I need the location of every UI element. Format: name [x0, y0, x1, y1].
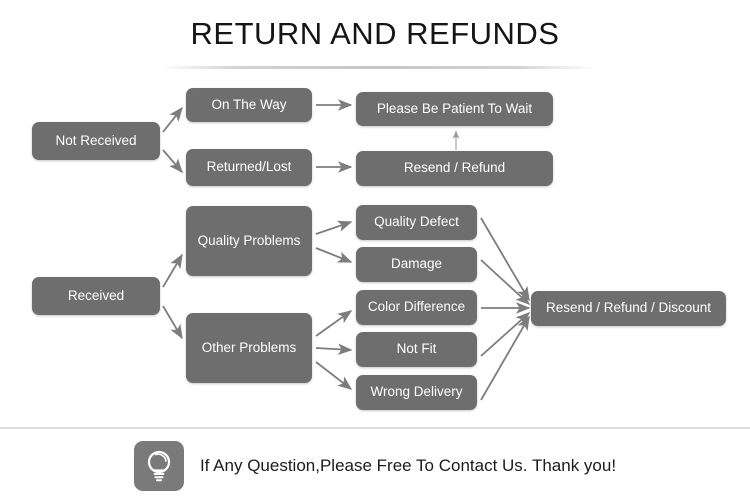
edge-received-to-other-problems: [162, 305, 183, 340]
edge-other-problems-to-wrong-delivery: [315, 361, 353, 390]
node-received[interactable]: Received: [32, 277, 160, 315]
lightbulb-icon: [133, 441, 184, 491]
edge-quality-problems-to-quality-defect: [315, 220, 353, 235]
edge-other-problems-to-color-difference: [315, 310, 353, 337]
edge-other-problems-to-not-fit: [315, 343, 353, 356]
node-on-the-way[interactable]: On The Way: [186, 88, 312, 122]
edge-not-received-to-on-the-way: [162, 106, 183, 133]
node-not-fit[interactable]: Not Fit: [356, 332, 477, 367]
edge-wrong-delivery-to-resend-refund-discount: [480, 315, 530, 401]
edge-not-fit-to-resend-refund-discount: [480, 312, 531, 357]
node-other-problems[interactable]: Other Problems: [186, 313, 312, 383]
footer-divider: [0, 427, 750, 429]
node-color-difference[interactable]: Color Difference: [356, 290, 477, 325]
node-returned-lost[interactable]: Returned/Lost: [186, 149, 312, 186]
edge-damage-to-resend-refund-discount: [480, 259, 531, 305]
page-title: RETURN AND REFUNDS: [190, 16, 560, 51]
node-not-received[interactable]: Not Received: [32, 122, 160, 160]
edge-received-to-quality-problems: [162, 253, 183, 288]
node-quality-defect[interactable]: Quality Defect: [356, 205, 477, 240]
node-resend-refund-discount[interactable]: Resend / Refund / Discount: [531, 291, 726, 326]
edge-quality-problems-to-damage: [315, 247, 353, 263]
node-resend-refund[interactable]: Resend / Refund: [356, 151, 553, 186]
title-divider: [160, 66, 595, 69]
node-please-be-patient-to-wait[interactable]: Please Be Patient To Wait: [356, 92, 553, 126]
node-quality-problems[interactable]: Quality Problems: [186, 206, 312, 276]
footer: If Any Question,Please Free To Contact U…: [0, 432, 750, 500]
edge-quality-defect-to-resend-refund-discount: [480, 217, 530, 302]
node-damage[interactable]: Damage: [356, 247, 477, 282]
node-wrong-delivery[interactable]: Wrong Delivery: [356, 375, 477, 410]
edge-not-received-to-returned-lost: [162, 149, 183, 174]
footer-text: If Any Question,Please Free To Contact U…: [199, 456, 617, 475]
